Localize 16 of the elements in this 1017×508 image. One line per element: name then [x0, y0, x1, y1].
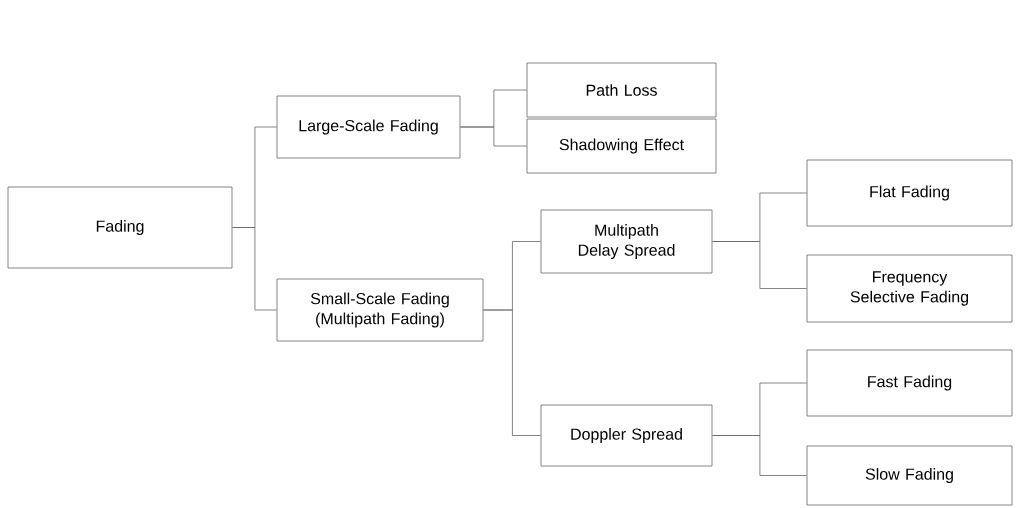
connector-line — [712, 241, 807, 289]
connector-line — [232, 227, 277, 311]
category-box: Small-Scale Fading (Multipath Fading) — [276, 278, 484, 342]
category-box: Path Loss — [526, 62, 717, 118]
connector-line — [483, 309, 541, 436]
category-box: Doppler Spread — [540, 404, 713, 467]
category-box: Multipath Delay Spread — [540, 209, 713, 274]
connector-line — [460, 126, 527, 147]
connector-line — [712, 435, 807, 476]
category-box: Fast Fading — [806, 349, 1013, 417]
category-box: Flat Fading — [806, 159, 1013, 227]
category-box: Frequency Selective Fading — [806, 254, 1013, 323]
category-box: Large-Scale Fading — [276, 95, 461, 159]
category-box: Shadowing Effect — [526, 118, 717, 174]
category-box: Fading — [7, 186, 233, 269]
category-box: Slow Fading — [806, 445, 1013, 506]
